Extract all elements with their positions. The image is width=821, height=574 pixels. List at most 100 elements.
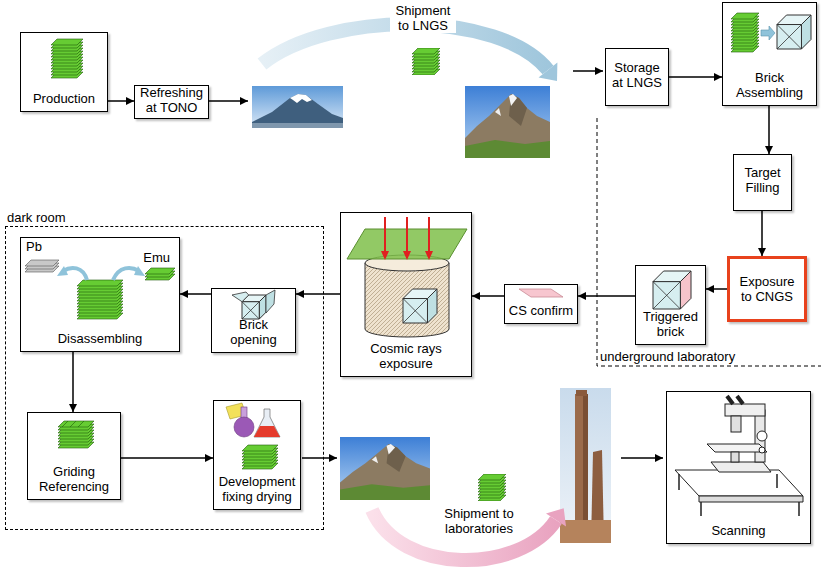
- flow-arrow: [108, 100, 134, 102]
- box-icon-part: [675, 470, 803, 496]
- box-icon-part: [51, 39, 83, 45]
- box-icon-part: [731, 34, 759, 40]
- box-icon-part: [757, 431, 767, 441]
- emulsion-stack: [478, 474, 506, 501]
- box-icon-part: [62, 421, 84, 427]
- process-box: Development fixing drying: [213, 400, 301, 510]
- box-icon-part: [242, 451, 278, 457]
- box-icon-part: [759, 447, 765, 453]
- box-label: Production: [24, 91, 104, 106]
- box-label: Brick opening: [215, 317, 292, 347]
- process-box: Storage at LNGS: [605, 48, 669, 106]
- box-icon-part: [77, 289, 123, 295]
- region-outline: [597, 118, 821, 366]
- box-icon-part: [406, 217, 408, 253]
- fuji-photo: [252, 86, 343, 128]
- box-icon: [667, 392, 810, 543]
- box-icon-part: [51, 69, 83, 75]
- box-icon-part: [145, 271, 175, 277]
- box-icon-part: [731, 25, 759, 31]
- box-icon-part: [777, 15, 811, 25]
- box-icon-part: [699, 496, 803, 502]
- box-icon-part: [242, 295, 266, 302]
- box-icon-part: [384, 217, 386, 253]
- box-icon-part: [242, 463, 278, 469]
- box-icon-part: [707, 444, 767, 452]
- box-label: Disassembling: [24, 331, 176, 346]
- process-box: Production: [20, 32, 108, 112]
- box-icon-part: [77, 292, 123, 298]
- box-icon-part: [727, 396, 743, 404]
- note-label: Shipment to laboratories: [436, 506, 522, 536]
- material-label: Pb: [24, 238, 42, 265]
- box-icon-part: [653, 282, 680, 309]
- box-icon-part: [254, 426, 280, 437]
- box-icon-part: [365, 255, 449, 271]
- box-icon-part: [77, 301, 123, 307]
- box-icon-part: [731, 40, 759, 46]
- box-icon-part: [51, 63, 83, 69]
- box-icon-part: [427, 289, 437, 323]
- box-icon-part: [242, 454, 278, 460]
- gran-sasso-photo: [465, 86, 550, 158]
- process-box: Target Filling: [733, 154, 792, 211]
- process-box: Triggered brick: [635, 265, 706, 345]
- box-label: Refreshing at TONO: [138, 85, 205, 115]
- flow-arrow: [578, 295, 635, 297]
- box-icon-part: [58, 442, 94, 448]
- label-row: PbEmu: [24, 238, 176, 265]
- box-icon-part: [519, 289, 563, 297]
- flow-arrow: [296, 293, 340, 295]
- box-icon-part: [241, 407, 247, 419]
- process-box: CS confirm: [504, 284, 578, 324]
- tower-photo-part: [560, 388, 611, 543]
- box-label: Cosmic rays exposure: [344, 341, 468, 371]
- box-icon-part: [731, 46, 759, 52]
- box-icon-part: [242, 445, 278, 451]
- box-icon-part: [428, 217, 430, 253]
- box-icon-part: [25, 260, 59, 266]
- tower-photo: [560, 388, 611, 543]
- box-icon-part: [51, 66, 83, 72]
- box-icon-part: [242, 302, 259, 319]
- box-icon-part: [679, 474, 799, 516]
- box-icon-part: [57, 266, 68, 276]
- box-icon-part: [731, 22, 759, 28]
- process-box: PbEmuDisassembling: [20, 237, 180, 352]
- box-icon-part: [63, 268, 87, 280]
- box-icon-part: [680, 271, 691, 309]
- box-icon-part: [731, 31, 759, 37]
- box-icon-part: [51, 51, 83, 57]
- box-icon-part: [226, 403, 246, 419]
- box-icon-part: [51, 60, 83, 66]
- emulsion-stack: [412, 48, 440, 75]
- box-label: Griding Referencing: [31, 464, 117, 494]
- note-label: Shipment to LNGS: [390, 3, 456, 33]
- flow-arrow: [209, 100, 248, 102]
- box-icon-part: [77, 310, 123, 316]
- box-label: Brick Assembling: [726, 70, 813, 100]
- box-icon-part: [25, 266, 59, 272]
- flow-arrow: [121, 457, 213, 459]
- box-label: Storage at LNGS: [609, 60, 665, 90]
- box-icon-part: [254, 409, 280, 437]
- box-icon-part: [58, 433, 94, 439]
- box-icon-part: [51, 48, 83, 54]
- label-box: underground laboratory: [600, 349, 790, 364]
- box-icon-part: [725, 404, 765, 416]
- box-icon-part: [77, 286, 123, 292]
- box-icon-part: [731, 37, 759, 43]
- box-icon-part: [77, 313, 123, 319]
- box-icon-part: [145, 274, 175, 280]
- box-icon-part: [51, 42, 83, 48]
- box-icon-part: [134, 266, 145, 276]
- box-icon-part: [113, 268, 139, 280]
- box-icon-part: [77, 283, 123, 289]
- box-label: Development fixing drying: [217, 474, 297, 504]
- label-box: Shipment to laboratories: [436, 506, 522, 536]
- box-icon-part: [266, 290, 275, 313]
- box-icon-part: [51, 72, 83, 78]
- process-box: Cosmic rays exposure: [340, 212, 472, 377]
- box-icon-part: [58, 427, 94, 433]
